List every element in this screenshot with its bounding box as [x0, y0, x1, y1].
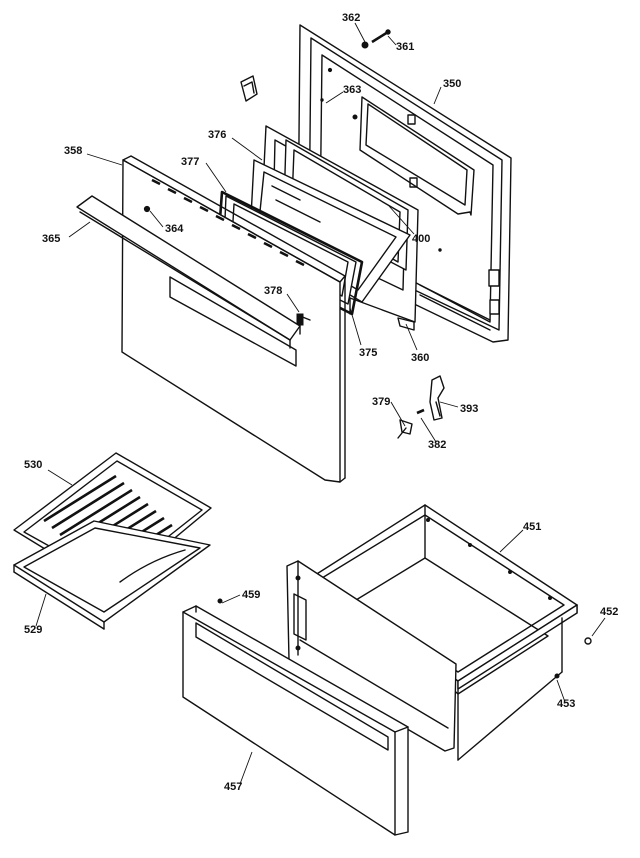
label-377: 377	[181, 156, 199, 168]
label-400: 400	[412, 233, 430, 245]
label-364: 364	[165, 223, 184, 235]
label-376: 376	[208, 129, 226, 141]
screw-361	[371, 29, 391, 44]
label-452: 452	[600, 606, 618, 618]
label-529: 529	[24, 624, 42, 636]
label-530: 530	[24, 459, 42, 471]
oven-door-front	[121, 155, 346, 483]
label-451: 451	[523, 521, 541, 533]
hinge-bracket-393	[429, 375, 445, 421]
label-379: 379	[372, 396, 390, 408]
label-382: 382	[428, 439, 446, 451]
clip-363	[240, 75, 258, 102]
label-453: 453	[557, 698, 575, 710]
label-361: 361	[396, 41, 414, 53]
screw-452	[584, 637, 592, 645]
label-375: 375	[359, 347, 377, 359]
door-handle-365	[76, 195, 301, 349]
label-378: 378	[264, 285, 282, 297]
label-350: 350	[443, 78, 461, 90]
drawer-front-457	[182, 605, 409, 836]
hinge-screw-379	[397, 419, 413, 439]
label-358: 358	[64, 145, 82, 157]
screw-459	[217, 598, 223, 604]
label-362: 362	[342, 12, 360, 24]
washer-362	[361, 41, 369, 49]
part-labels: 362 361 350 363 376 358 377 364 365 400 …	[24, 12, 618, 793]
screw-453	[554, 673, 560, 679]
label-360: 360	[411, 352, 429, 364]
broiler-pan-529	[13, 520, 211, 630]
label-393: 393	[460, 403, 478, 415]
door-vent-slots	[151, 178, 305, 267]
leader-lines	[35, 22, 606, 785]
hinge-pin-382	[416, 408, 425, 415]
label-457: 457	[224, 781, 242, 793]
label-363: 363	[343, 84, 361, 96]
label-365: 365	[42, 233, 60, 245]
label-459: 459	[242, 589, 260, 601]
